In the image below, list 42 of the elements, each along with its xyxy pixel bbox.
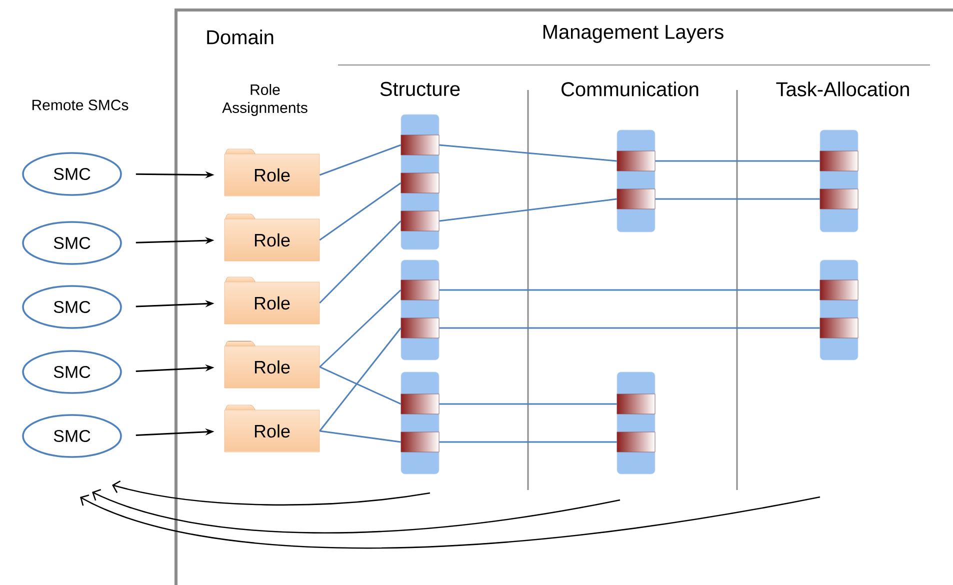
heading-label: Remote SMCs [32,100,128,110]
ellipse-node: SMC [22,221,122,265]
slot-box [400,394,440,414]
connector [319,366,402,405]
ellipse-node: SMC [22,350,122,394]
connector [655,198,820,200]
connector [319,182,402,241]
connector [655,160,820,162]
heading-label: Structure [380,82,460,96]
slot-box [616,394,656,414]
heading-label: Role Assignments [222,84,308,116]
slot-box [400,280,440,300]
slot-box [400,318,440,338]
connector [319,144,402,176]
connector [320,430,401,443]
connector [439,441,617,443]
heading-label: Task-Allocation [776,82,909,96]
ellipse-node: SMC [22,414,122,458]
slot-box [616,150,656,172]
connector [439,144,617,162]
slot-box [820,150,858,172]
ellipse-node: SMC [22,152,122,196]
heading-label: Domain [207,30,274,44]
slot-box [820,318,858,338]
heading-label: Management Layers [544,25,724,43]
slot-box [616,432,656,452]
slot-box [616,188,656,210]
connector [439,403,617,405]
heading-label: Communication [562,82,698,96]
connector [319,328,402,432]
slot-box [400,210,440,232]
slot-box [400,134,440,156]
connector [319,220,402,304]
slot-box [400,172,440,194]
connector [439,289,820,291]
slot-box [820,280,858,300]
ellipse-node: SMC [22,285,122,329]
connector [319,289,402,368]
connector [439,198,617,222]
slot-box [820,188,858,210]
slot-box [400,432,440,452]
connector [439,327,820,329]
